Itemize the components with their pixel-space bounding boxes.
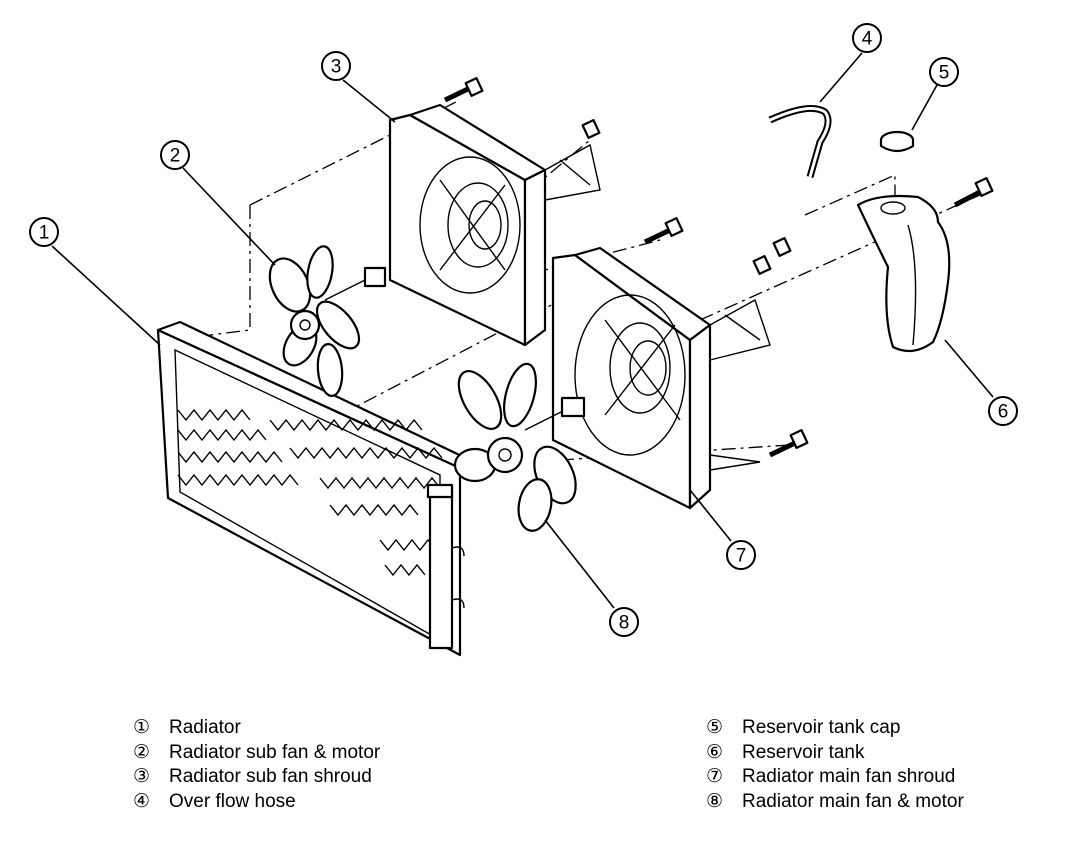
legend-label: Radiator main fan & motor [742, 790, 964, 812]
legend-mark: ④ [133, 790, 151, 812]
callout-8-label: 8 [619, 613, 630, 634]
legend-item: ⑧ Radiator main fan & motor [706, 790, 964, 815]
legend-label: Reservoir tank cap [742, 717, 901, 738]
legend-mark: ⑤ [706, 717, 724, 738]
legend-mark: ① [133, 717, 151, 738]
radiator-core-fins [177, 408, 443, 577]
callout-4: 4 [852, 23, 882, 53]
bolt [443, 77, 484, 103]
nut [752, 237, 792, 275]
legend-item: ② Radiator sub fan & motor [133, 741, 380, 766]
legend-item: ⑦ Radiator main fan shroud [706, 765, 964, 790]
legend-mark: ⑦ [706, 766, 724, 787]
legend-label: Radiator main fan shroud [742, 766, 956, 787]
legend-left: ① Radiator ② Radiator sub fan & motor ③ … [133, 716, 380, 814]
legend-label: Radiator [169, 717, 241, 738]
callout-5-label: 5 [939, 63, 950, 84]
bolt [643, 217, 684, 245]
overflow-hose [768, 104, 832, 178]
callout-5: 5 [929, 57, 959, 87]
callout-1-label: 1 [39, 223, 50, 244]
legend-item: ① Radiator [133, 716, 380, 741]
callout-2-label: 2 [170, 146, 181, 167]
legend-mark: ③ [133, 766, 151, 787]
callout-4-label: 4 [862, 29, 873, 50]
legend-item: ③ Radiator sub fan shroud [133, 765, 380, 790]
callout-3-label: 3 [331, 57, 342, 78]
legend-label: Radiator sub fan shroud [169, 766, 372, 787]
callout-6: 6 [988, 396, 1018, 426]
nut [581, 119, 601, 139]
radiator [156, 320, 472, 657]
sub-fan-motor [268, 245, 387, 398]
fasteners [443, 77, 994, 458]
callout-8: 8 [609, 607, 639, 637]
legend-label: Radiator sub fan & motor [169, 741, 381, 763]
main-fan-motor [453, 362, 586, 532]
legend-label: Reservoir tank [742, 741, 865, 763]
bolt [768, 429, 809, 458]
reservoir-tank [856, 194, 951, 353]
legend-mark: ⑥ [706, 741, 724, 763]
legend-label: Over flow hose [169, 790, 296, 812]
legend-mark: ⑧ [706, 790, 724, 812]
callout-6-label: 6 [998, 402, 1009, 423]
legend-item: ⑥ Reservoir tank [706, 741, 964, 766]
callout-2: 2 [160, 140, 190, 170]
callout-7: 7 [726, 540, 756, 570]
legend-right: ⑤ Reservoir tank cap ⑥ Reservoir tank ⑦ … [706, 716, 964, 814]
callout-1: 1 [29, 217, 59, 247]
callout-3: 3 [321, 51, 351, 81]
reservoir-tank-cap [879, 130, 915, 153]
bolt [953, 177, 994, 208]
leader-lines [51, 52, 994, 609]
legend-item: ⑤ Reservoir tank cap [706, 716, 964, 741]
main-fan-shroud [551, 246, 771, 510]
legend-item: ④ Over flow hose [133, 790, 380, 815]
legend-mark: ② [133, 741, 151, 763]
callout-7-label: 7 [736, 546, 747, 567]
sub-fan-shroud [388, 103, 601, 347]
